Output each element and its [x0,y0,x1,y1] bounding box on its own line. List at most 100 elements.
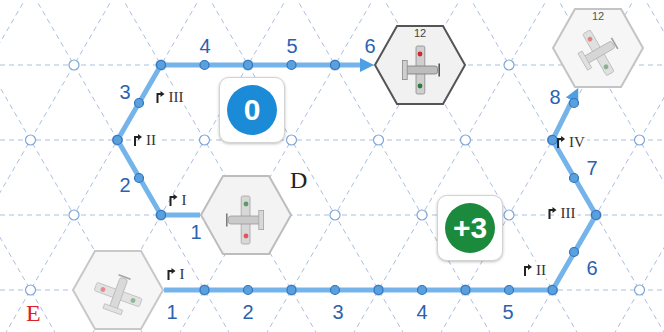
modifier-chip: +3 [437,195,503,261]
maneuver-icon [174,194,178,200]
step-number: 5 [284,35,299,58]
grid-point [548,135,558,145]
biplane-figure [402,46,439,94]
hex-tile [72,250,164,330]
grid-point [504,210,514,220]
path-dot [135,174,144,183]
grid-point [156,210,166,220]
maneuver-icon [172,268,176,274]
step-number: 6 [584,257,599,280]
path-dot [244,286,253,295]
grid-line [286,0,502,332]
modifier-chip: 0 [219,77,285,143]
path-dot [200,286,209,295]
grid-line [199,0,415,332]
step-number: 5 [500,301,515,324]
grid-point [69,60,79,70]
path-dot [331,61,340,70]
step-number: 3 [117,81,132,104]
grid-point [200,135,210,145]
path-dot [570,248,579,257]
grid-line [0,140,664,141]
grid-point [156,60,166,70]
biplane-figure [227,196,264,244]
hex-outline [375,26,465,104]
step-number: 8 [547,86,562,109]
path-dot [135,99,144,108]
hex-number: 12 [414,27,426,39]
chip-value: 0 [244,93,261,127]
path-dot [157,61,166,70]
maneuver-label: IV [567,134,587,151]
aircraft-letter: E [26,300,41,327]
grid-line [547,0,664,332]
grid-line [460,0,664,332]
maneuver-label: III [559,205,578,222]
grid-line [256,0,472,332]
path-dots [113,61,601,295]
path-dot [592,211,601,220]
path-dot [570,174,579,183]
grid-line [169,0,385,332]
grid-point [69,210,79,220]
grid-point [504,60,514,70]
path-dot [461,286,470,295]
grid-point [287,135,297,145]
aircraft-hex: 12 [552,8,644,88]
hex-number: 12 [592,10,604,22]
path-dot [113,136,122,145]
path-dot [548,136,557,145]
grid-point [635,135,645,145]
grid-line [0,0,210,332]
grid-line [0,0,66,332]
maneuver-icon [553,207,557,213]
path-dot [157,211,166,220]
flight-paths [118,65,597,290]
hex-outline [73,251,163,329]
path-dot [418,286,427,295]
maneuver-label: III [167,89,186,106]
path-dot [505,286,514,295]
path-dot [200,61,209,70]
biplane-figure [89,269,147,320]
path-dot [244,61,253,70]
path-dot [548,286,557,295]
aircraft-hex: D [200,175,292,255]
path-dot [331,286,340,295]
hex-tile [200,175,292,255]
maneuver-label: I [178,266,187,283]
maneuver-icon [138,134,142,140]
step-number: 4 [197,35,212,58]
grid-point [287,285,297,295]
hex-outline [553,9,643,87]
grid-point [330,60,340,70]
step-number: 1 [164,301,179,324]
path-dot [287,286,296,295]
grid-point [243,60,253,70]
step-number: 2 [240,301,255,324]
chip-circle [445,203,495,253]
grid-point [374,135,384,145]
grid-point [461,135,471,145]
maneuver-label: II [144,132,158,149]
path-dot [374,286,383,295]
grid-line [343,0,559,332]
maneuver-label: I [180,192,189,209]
step-number: 4 [414,301,429,324]
maneuver-icons [135,91,565,280]
aircraft-hex: E [72,250,164,330]
step-number: 7 [584,157,599,180]
maneuver-icon [561,136,565,142]
chip-value: +3 [453,211,487,245]
aircraft-letter: D [290,167,307,194]
grid-point [635,285,645,295]
maneuver-icon [528,264,532,270]
biplane-figure [571,23,627,83]
grid-point [461,285,471,295]
grid-point [591,210,601,220]
grid-line [517,0,664,332]
path-dot [570,99,579,108]
grid-point [374,285,384,295]
grid-point [113,135,123,145]
